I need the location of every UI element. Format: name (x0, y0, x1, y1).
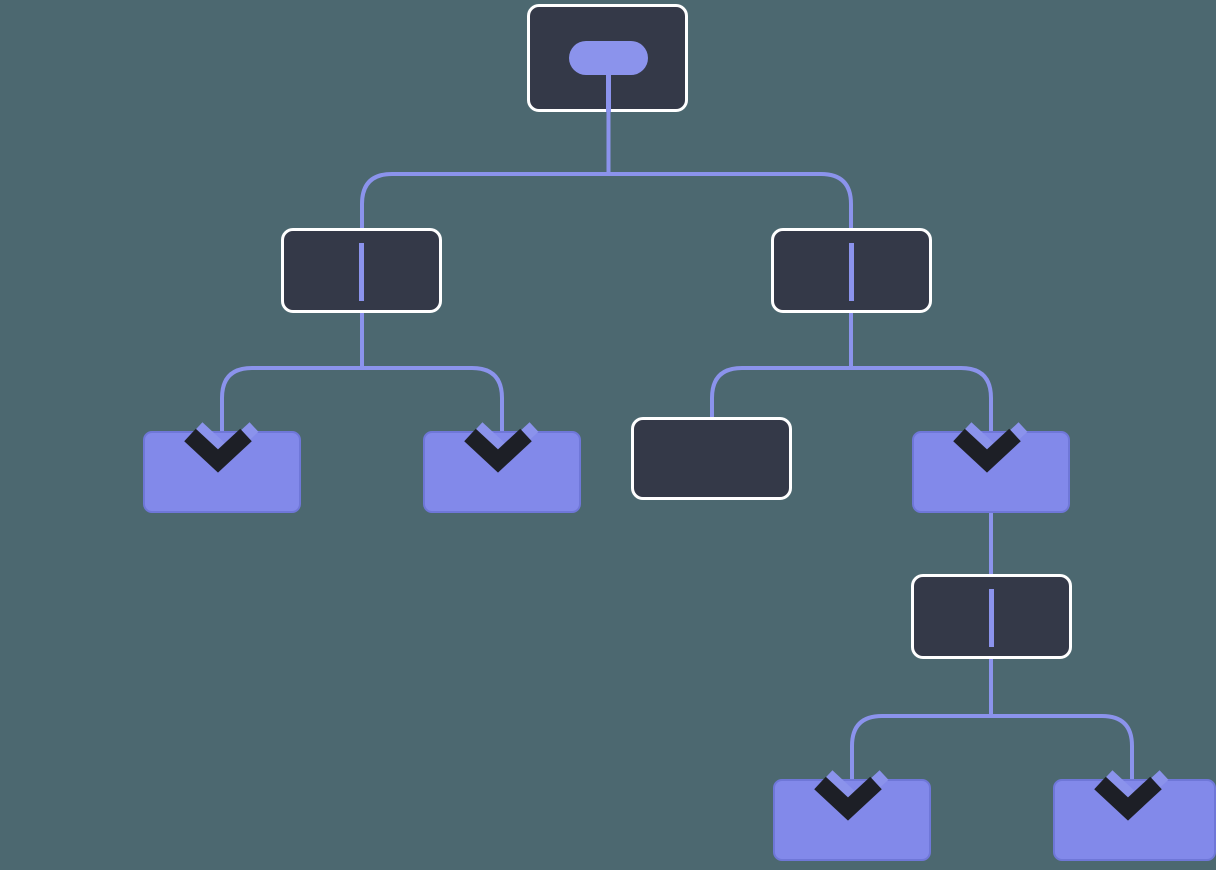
level3-dark-node-through-bar (989, 589, 994, 647)
leaf-node-f[interactable] (1053, 779, 1216, 861)
leaf-node-a[interactable] (143, 431, 301, 513)
level1-left-node-through-bar (359, 243, 364, 301)
root-node-pill-indicator (569, 41, 648, 75)
root-node-stem (606, 75, 611, 112)
leaf-node-e[interactable] (773, 779, 931, 861)
leaf-node-b[interactable] (423, 431, 581, 513)
level2-dark-node[interactable] (631, 417, 792, 500)
leaf-node-d[interactable] (912, 431, 1070, 513)
level1-right-node-through-bar (849, 243, 854, 301)
